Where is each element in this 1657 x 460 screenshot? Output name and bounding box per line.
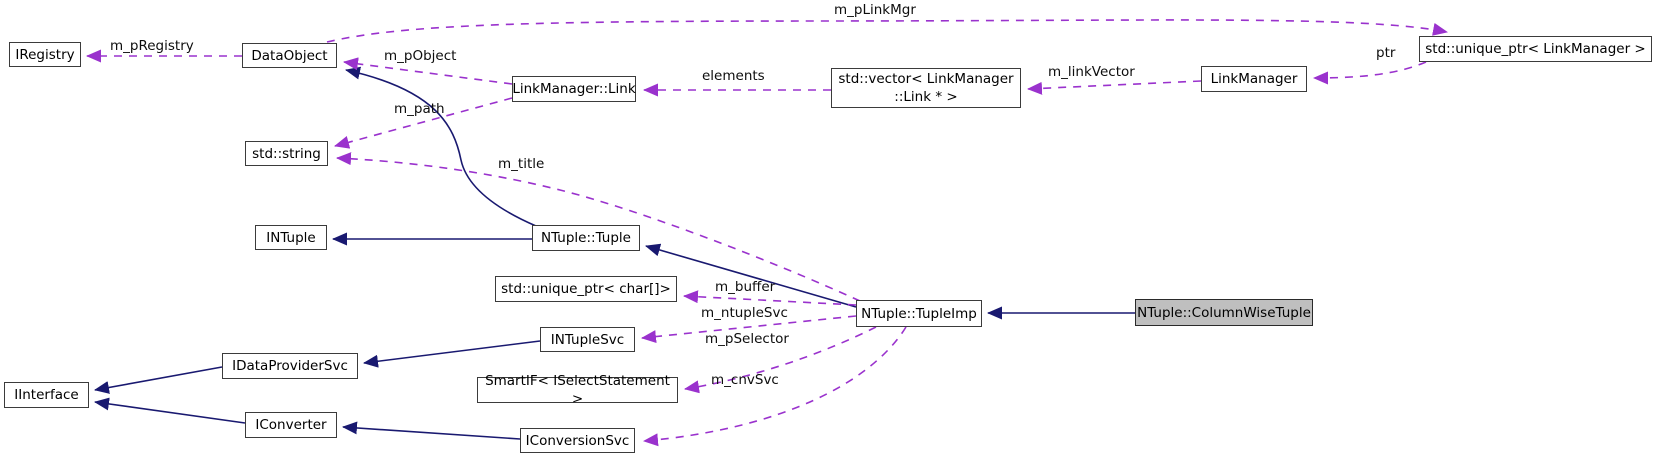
edge-usage-m_title bbox=[336, 152, 861, 302]
node-ntuple-tuple[interactable]: NTuple::Tuple bbox=[532, 225, 640, 251]
edge-inherit-intuplesvc-idataprovidersvc bbox=[363, 340, 541, 368]
node-iregistry[interactable]: IRegistry bbox=[9, 42, 81, 67]
edge-usage-m_ntupleSvc bbox=[641, 315, 857, 344]
edge-label-m_title: m_title bbox=[498, 156, 545, 172]
node-ntuple-columnwisetuple: NTuple::ColumnWiseTuple bbox=[1135, 299, 1313, 326]
edge-label-ptr: ptr bbox=[1376, 45, 1396, 61]
edge-usage-m_pObject bbox=[343, 57, 513, 85]
node-iconverter[interactable]: IConverter bbox=[245, 412, 337, 438]
node-smartif-iselectstatement[interactable]: SmartIF< ISelectStatement > bbox=[477, 373, 678, 407]
node-idataprovidersvc[interactable]: IDataProviderSvc bbox=[222, 353, 358, 379]
edge-label-m_ntupleSvc: m_ntupleSvc bbox=[701, 305, 788, 321]
edge-label-m_pLinkMgr: m_pLinkMgr bbox=[834, 2, 916, 18]
node-intuplesvc[interactable]: INTupleSvc bbox=[540, 327, 635, 352]
node-unique-ptr-linkmanager[interactable]: std::unique_ptr< LinkManager > bbox=[1419, 36, 1652, 62]
node-dataobject[interactable]: DataObject bbox=[242, 43, 337, 68]
node-linkmanager[interactable]: LinkManager bbox=[1201, 66, 1307, 92]
node-linkmanager-link[interactable]: LinkManager::Link bbox=[512, 76, 636, 102]
node-std-string[interactable]: std::string bbox=[245, 141, 328, 166]
edge-usage-ptr bbox=[1313, 61, 1427, 85]
edge-label-m_pSelector: m_pSelector bbox=[705, 331, 789, 347]
edge-inherit-tupleimp-tuple bbox=[645, 243, 857, 308]
edge-usage-m_path bbox=[334, 97, 513, 149]
node-iconversionsvc[interactable]: IConversionSvc bbox=[520, 428, 635, 453]
edge-inherit-iconversionsvc-iconverter bbox=[342, 421, 521, 440]
edge-usage-m_linkVector bbox=[1027, 80, 1202, 95]
edge-label-m_pRegistry: m_pRegistry bbox=[110, 38, 194, 54]
node-ntuple-tupleimp[interactable]: NTuple::TupleImp bbox=[856, 300, 982, 327]
edge-inherit-tuple-dataobject bbox=[345, 66, 537, 227]
node-intuple[interactable]: INTuple bbox=[255, 225, 327, 250]
edge-usage-m_pLinkMgr bbox=[326, 19, 1448, 43]
edge-inherit-idataprovidersvc-iinterface bbox=[94, 366, 223, 394]
edge-inherit-iconverter-iinterface bbox=[94, 397, 246, 424]
node-iinterface[interactable]: IInterface bbox=[4, 382, 89, 408]
edge-label-elements: elements bbox=[702, 68, 765, 84]
edge-usage-m_buffer bbox=[683, 290, 857, 306]
edge-label-m_path: m_path bbox=[394, 101, 445, 117]
edge-usage-m_cnvSvc bbox=[643, 326, 907, 447]
edge-label-m_buffer: m_buffer bbox=[715, 279, 776, 295]
node-unique-ptr-char[interactable]: std::unique_ptr< char[]> bbox=[495, 276, 677, 302]
edge-label-m_cnvSvc: m_cnvSvc bbox=[711, 372, 779, 388]
node-vector-linkmanager-link[interactable]: std::vector< LinkManager ::Link * > bbox=[831, 68, 1021, 108]
edge-label-m_pObject: m_pObject bbox=[384, 48, 457, 64]
edge-label-m_linkVector: m_linkVector bbox=[1048, 64, 1135, 80]
